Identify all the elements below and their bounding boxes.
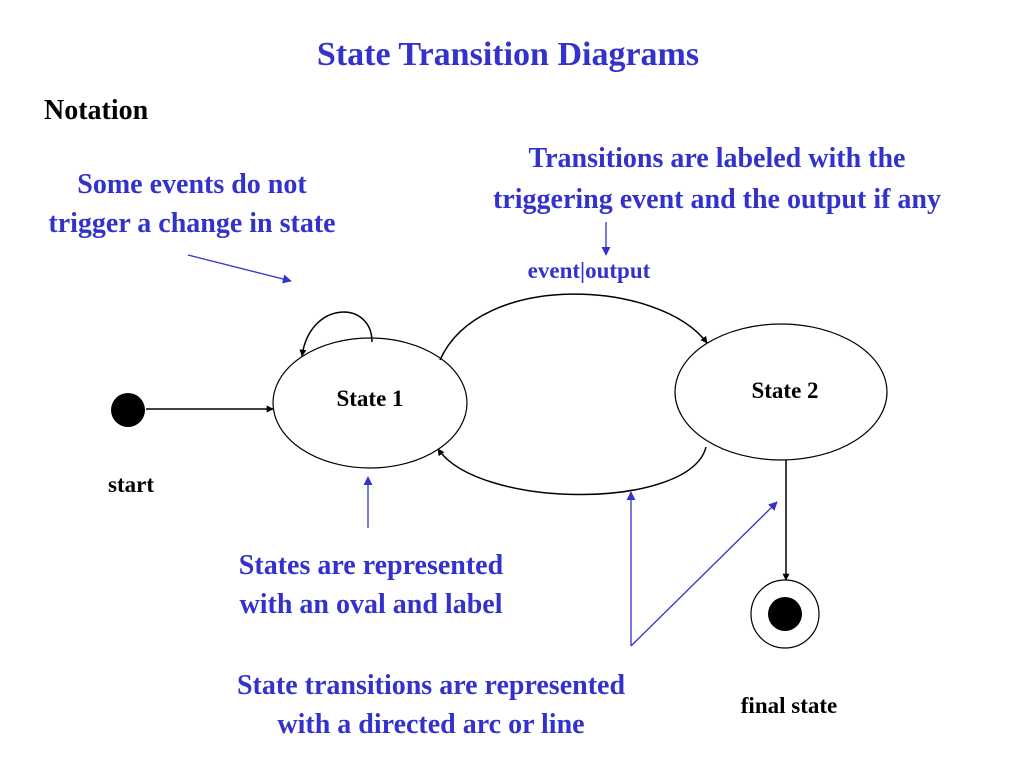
state2-oval (674, 323, 888, 461)
pointer-self-loop (187, 254, 292, 284)
start-dot (111, 393, 145, 427)
note-arcs: State transitions are represented with a… (184, 666, 678, 744)
note-states-line-2: with an oval and label (239, 589, 503, 620)
transition-label: event|output (527, 258, 651, 283)
final-state-ring (750, 579, 820, 649)
note-self-loop-line-1: Some events do not (77, 169, 307, 200)
transition-arc-2-to-1 (437, 446, 707, 496)
state1-label: State 1 (336, 386, 404, 411)
note-self-loop: Some events do not trigger a change in s… (10, 165, 374, 243)
state1-oval (272, 337, 468, 469)
note-arcs-line-2: with a directed arc or line (277, 709, 585, 740)
notation-heading: Notation (44, 95, 149, 126)
page-title: State Transition Diagrams (316, 36, 700, 73)
note-transitions-line-2: triggering event and the output if any (493, 184, 941, 215)
state2-label: State 2 (751, 378, 819, 403)
note-arcs-line-1: State transitions are represented (236, 670, 626, 701)
start-label: start (108, 472, 154, 497)
note-transitions: Transitions are labeled with the trigger… (436, 138, 998, 220)
note-transitions-line-1: Transitions are labeled with the (528, 143, 906, 174)
final-state-dot (768, 597, 802, 631)
pointer-arc-final (630, 501, 778, 647)
self-loop-arc (299, 311, 373, 357)
note-self-loop-line-2: trigger a change in state (48, 208, 336, 239)
final-state-label: final state (740, 693, 838, 718)
transition-arc-1-to-2 (439, 293, 708, 361)
note-states-line-1: States are represented (238, 550, 504, 581)
note-states: States are represented with an oval and … (196, 546, 546, 624)
